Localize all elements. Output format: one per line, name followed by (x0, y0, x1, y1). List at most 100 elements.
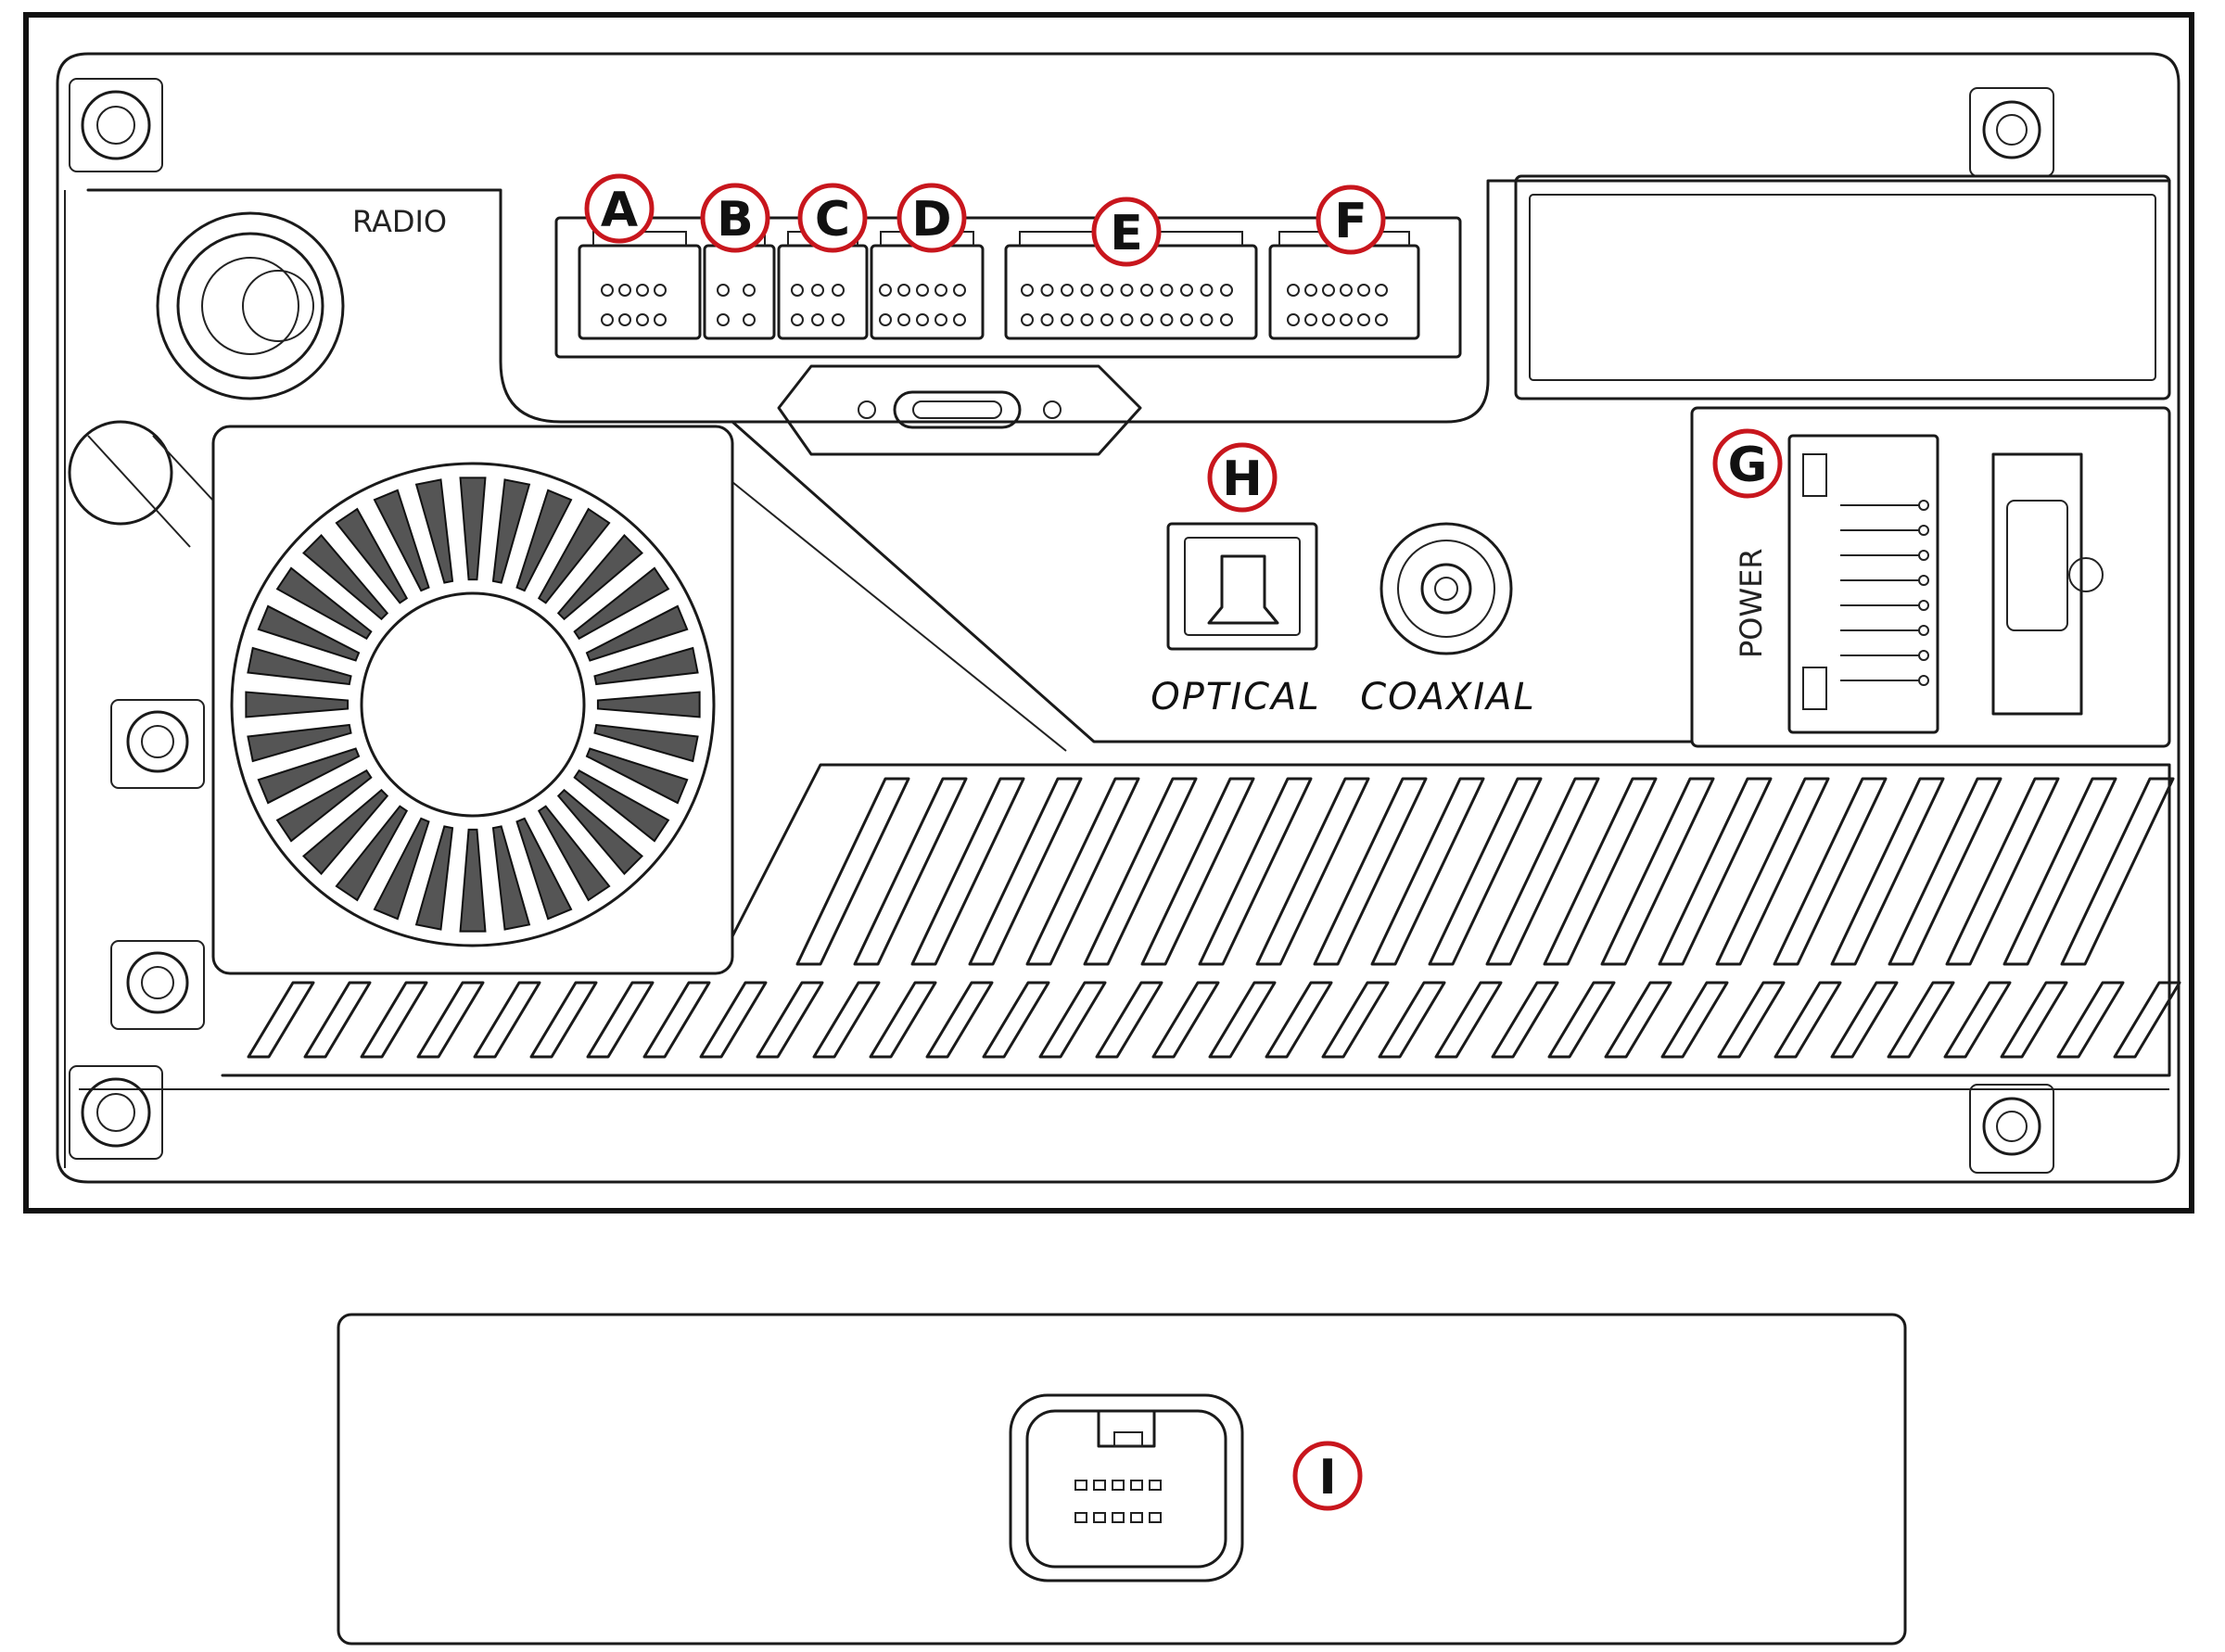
fan-blade (373, 489, 430, 592)
fan-blade (414, 825, 454, 931)
power-pin-tip (1918, 675, 1929, 686)
heatsink-fin (1660, 981, 1729, 1059)
heatsink-fin (586, 981, 655, 1059)
power-pin-tip (1918, 625, 1929, 636)
pin-hole (1120, 313, 1134, 326)
fan-blades (245, 477, 701, 933)
screw-icon (1969, 1084, 2054, 1174)
pin-hole (1093, 1512, 1106, 1523)
pin-hole (1160, 284, 1174, 297)
pin-hole (916, 313, 929, 326)
pin-hole (654, 284, 667, 297)
pin-hole (1093, 1480, 1106, 1491)
heatsink-fin (812, 981, 881, 1059)
chassis-ridges (731, 420, 1694, 752)
pin-hole (1074, 1512, 1087, 1523)
radio-antenna-jack: RADIO (156, 204, 447, 400)
heatsink-fin (1083, 777, 1198, 966)
fan-blade (459, 828, 487, 933)
pin-hole (601, 284, 614, 297)
screw-icon (110, 699, 205, 789)
pin-hole (1112, 1480, 1125, 1491)
connector-pins (601, 284, 1929, 1523)
heatsink-fin (1773, 777, 1888, 966)
fan-blade (585, 604, 689, 662)
callout-c: C (797, 183, 868, 253)
svg-text:E: E (1110, 206, 1143, 261)
pin-hole (832, 313, 845, 326)
optical-port: OPTICAL (1151, 522, 1319, 718)
pin-hole (1130, 1512, 1143, 1523)
heatsink-fin (795, 777, 910, 966)
heatsink-fin (416, 981, 485, 1059)
pin-hole (832, 284, 845, 297)
fan-blade (537, 805, 611, 902)
heatsink-fin (2000, 981, 2068, 1059)
heatsink-frame (221, 763, 2171, 1077)
heatsink-fin (1025, 777, 1140, 966)
heatsink-fin (1547, 981, 1616, 1059)
fan-blade (275, 769, 373, 843)
pin-hole (1061, 284, 1074, 297)
pin-hole (743, 284, 756, 297)
pin-hole (1287, 313, 1300, 326)
pin-hole (636, 313, 649, 326)
heatsink-fin (1321, 981, 1390, 1059)
fan-blade (459, 477, 487, 581)
power-pin-tip (1918, 525, 1929, 536)
power-pin-tip (1918, 575, 1929, 586)
pin-hole (934, 284, 947, 297)
heatsink-fin (1038, 981, 1107, 1059)
radio-label: RADIO (352, 204, 447, 239)
callout-markers: A B C D E F G H I (584, 173, 1783, 1511)
callout-b: B (700, 183, 770, 253)
pin-hole (618, 313, 631, 326)
heatsink-fin (2056, 981, 2125, 1059)
svg-text:I: I (1318, 1450, 1336, 1506)
heatsink-fin (2113, 981, 2181, 1059)
heatsink-fin (1265, 981, 1333, 1059)
pin-hole (916, 284, 929, 297)
pin-hole (1304, 313, 1317, 326)
heatsink-fin (1428, 777, 1543, 966)
heatsink-fin (756, 981, 824, 1059)
pin-hole (1304, 284, 1317, 297)
callout-d: D (896, 183, 967, 253)
pin-hole (618, 284, 631, 297)
coaxial-port: COAXIAL (1360, 522, 1534, 718)
heatsink-fin (247, 981, 315, 1059)
pin-hole (897, 313, 910, 326)
pin-hole (717, 284, 730, 297)
fan-blade (302, 788, 389, 875)
pin-hole (1120, 284, 1134, 297)
pin-hole (1021, 313, 1034, 326)
heatsink-fin (1313, 777, 1428, 966)
pin-hole (1140, 284, 1153, 297)
power-label: POWER (1734, 548, 1769, 658)
fan-blade (573, 769, 670, 843)
heatsink-fin (1434, 981, 1503, 1059)
heatsink-fin (1208, 981, 1277, 1059)
heatsink-fin (1151, 981, 1220, 1059)
fan-blade (302, 534, 389, 621)
fan-blade (414, 478, 454, 584)
usb-c-port (777, 364, 1142, 456)
heatsink-fin (1774, 981, 1842, 1059)
fan-blade (515, 489, 573, 592)
pin-hole (636, 284, 649, 297)
pin-hole (1021, 284, 1034, 297)
pin-hole (791, 313, 804, 326)
heatsink-fin (303, 981, 372, 1059)
fan-blade (585, 747, 689, 805)
heatsink-fin (1830, 777, 1945, 966)
pin-hole (1100, 284, 1113, 297)
heatsink-fin (968, 777, 1083, 966)
heatsink-fin (925, 981, 994, 1059)
pin-hole (601, 313, 614, 326)
pin-hole (1200, 284, 1214, 297)
chassis (56, 52, 2180, 1184)
connector-bay (86, 179, 2171, 424)
heatsink-fin (473, 981, 541, 1059)
fan-blade (573, 566, 670, 641)
heatsink-fin (1830, 981, 1899, 1059)
